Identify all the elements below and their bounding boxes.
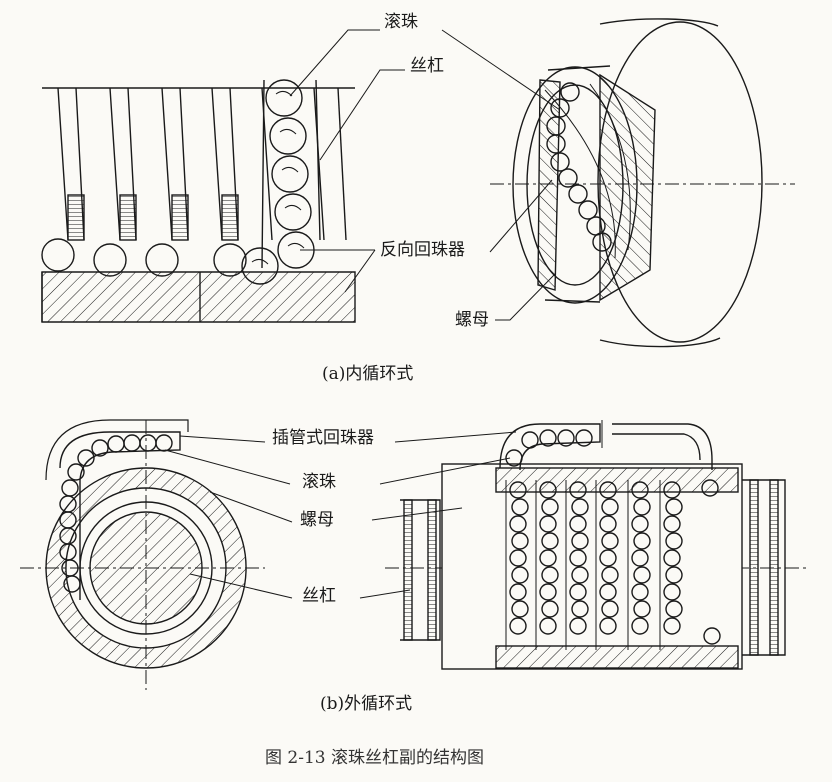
ball: [665, 566, 683, 584]
ball: [509, 481, 527, 499]
leaders-b-end: [164, 435, 293, 599]
nut-body-a: [41, 271, 356, 323]
panel-b-side-view: [359, 420, 810, 670]
leaders-a-3d: [441, 29, 561, 321]
ball: [663, 515, 681, 533]
label-screw-b: 丝杠: [302, 586, 336, 606]
ball: [633, 566, 651, 584]
ball-chain-a-3d: [546, 82, 612, 252]
ball: [601, 532, 619, 550]
ball: [633, 498, 651, 516]
ball: [631, 617, 649, 635]
ball: [569, 583, 587, 601]
return-tube-balls: [505, 429, 721, 645]
leaders-b-side: [359, 431, 517, 599]
ball: [511, 566, 529, 584]
panel-b-end-view: [20, 419, 293, 690]
panel-a-section-view: [41, 29, 405, 323]
ball: [571, 600, 589, 618]
ball: [539, 515, 557, 533]
ball: [541, 532, 559, 550]
label-deflector-a: 反向回珠器: [380, 240, 465, 260]
label-ball-b: 滚珠: [302, 472, 336, 492]
ball: [601, 498, 619, 516]
ball: [633, 600, 651, 618]
ball: [665, 532, 683, 550]
label-nut-b: 螺母: [300, 510, 334, 530]
caption-panel-b: (b)外循环式: [320, 694, 413, 714]
ball: [541, 600, 559, 618]
ball: [569, 617, 587, 635]
ball: [633, 532, 651, 550]
ball: [569, 515, 587, 533]
ball: [599, 617, 617, 635]
ball: [663, 617, 681, 635]
ball: [663, 549, 681, 567]
ball: [571, 566, 589, 584]
ball: [599, 481, 617, 499]
ball: [509, 617, 527, 635]
ball: [509, 583, 527, 601]
ball: [511, 600, 529, 618]
ball-grid: [505, 480, 683, 650]
lower-balls: [41, 238, 247, 277]
ball: [631, 583, 649, 601]
ball: [663, 481, 681, 499]
ball: [571, 532, 589, 550]
ball: [665, 600, 683, 618]
ball: [539, 617, 557, 635]
ball: [631, 515, 649, 533]
screw-threads: [57, 87, 347, 241]
ball: [601, 600, 619, 618]
ball: [541, 566, 559, 584]
ball: [599, 549, 617, 567]
ball: [571, 498, 589, 516]
ball: [665, 498, 683, 516]
label-return-tube-b: 插管式回珠器: [272, 428, 374, 448]
ball: [599, 515, 617, 533]
label-ball-a: 滚珠: [384, 12, 418, 32]
figure-caption: 图 2-13 滚珠丝杠副的结构图: [265, 748, 484, 768]
ball: [511, 498, 529, 516]
ball: [511, 532, 529, 550]
ball-chain-b-end: [59, 434, 173, 593]
ball: [569, 481, 587, 499]
caption-panel-a: (a)内循环式: [322, 364, 414, 384]
ball: [663, 583, 681, 601]
ball: [631, 549, 649, 567]
leaders-a: [289, 29, 405, 293]
ball: [631, 481, 649, 499]
label-nut-a: 螺母: [455, 310, 489, 330]
ball: [509, 515, 527, 533]
ball: [541, 498, 559, 516]
ball: [539, 549, 557, 567]
ball: [569, 549, 587, 567]
ball: [601, 566, 619, 584]
ball: [509, 549, 527, 567]
ball: [539, 583, 557, 601]
panel-a-nut-3d: [441, 18, 795, 348]
ball: [539, 481, 557, 499]
label-screw-a: 丝杠: [410, 56, 444, 76]
ball-chain-a: [241, 79, 315, 285]
ball: [599, 583, 617, 601]
